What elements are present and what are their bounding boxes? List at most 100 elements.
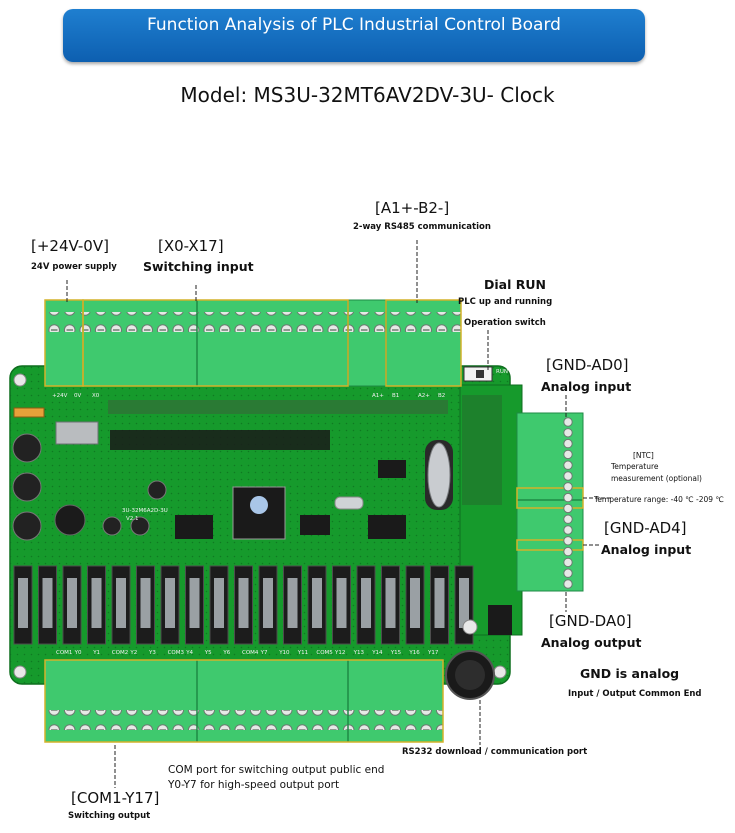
silk-bottom-label: COM1	[56, 650, 72, 656]
callout-y-name: [COM1-Y17]	[71, 789, 160, 807]
callout-ntc-line-1: [NTC]	[633, 451, 654, 460]
capacitor	[130, 516, 150, 536]
relay-module-body	[189, 578, 200, 628]
terminal-screw-row	[45, 312, 461, 332]
bottom-terminal-strip	[44, 659, 444, 743]
optocoupler-row	[110, 430, 330, 450]
silk-bottom-label: Y7	[260, 650, 268, 656]
silk-board-rev: V2.1	[126, 516, 139, 522]
callout-x-desc: Switching input	[143, 259, 254, 274]
relay-module-body	[336, 578, 347, 628]
leader-lines	[66, 240, 612, 788]
callout-dial-desc-1: PLC up and running	[458, 297, 553, 307]
callout-ad0-desc: Analog input	[541, 379, 632, 394]
capacitor	[102, 516, 122, 536]
fuse	[13, 407, 45, 418]
silk-bottom-label: Y3	[148, 650, 156, 656]
relay-module-body	[459, 578, 469, 628]
ic-chip	[368, 515, 406, 539]
smd-row	[108, 400, 448, 414]
model-caption: Model: MS3U-32MT6AV2DV-3U- Clock	[180, 83, 555, 107]
callout-da0-name: [GND-DA0]	[549, 612, 632, 630]
callout-ntc-range: Temperature range: -40 ℃ -209 ℃	[594, 495, 724, 504]
relay-module-row	[13, 565, 474, 645]
silk-top-label: X0	[92, 393, 100, 399]
relay-module-body	[238, 578, 249, 628]
analog-terminal-screw	[563, 492, 573, 503]
din-connector-inner	[455, 660, 485, 690]
ic-chip	[175, 515, 213, 539]
silk-bottom-label: Y17	[427, 650, 439, 656]
relay-module-body	[67, 578, 77, 628]
silk-bottom-label: COM4	[242, 650, 259, 656]
silk-bottom-label: Y13	[353, 650, 365, 656]
silk-switch-label: RUN	[496, 369, 508, 375]
silk-bottom-label: Y4	[185, 650, 193, 656]
highlight-box-y-outputs	[44, 659, 444, 743]
silk-top-label: A1+	[372, 393, 384, 399]
relay-module-body	[263, 578, 273, 628]
relay-module-body	[385, 578, 396, 628]
silk-top-label: 0V	[74, 393, 81, 399]
mount-hole	[13, 665, 27, 679]
analog-terminal-screw	[563, 557, 573, 568]
capacitor	[12, 433, 42, 463]
analog-terminal-strip	[516, 412, 584, 592]
silk-bottom-label: Y15	[390, 650, 402, 656]
run-switch-knob	[476, 370, 484, 378]
silk-bottom-label: Y14	[371, 650, 383, 656]
title-banner: Function Analysis of PLC Industrial Cont…	[63, 9, 645, 62]
callout-ad4-name: [GND-AD4]	[604, 519, 687, 537]
relay-module-body	[18, 578, 28, 628]
heatsink	[55, 421, 99, 445]
top-terminal-strip	[44, 299, 462, 387]
analog-terminal-screw	[563, 438, 573, 449]
analog-terminal-screw	[563, 482, 573, 492]
silk-bottom-label: Y16	[408, 650, 420, 656]
terminal-block	[516, 412, 584, 592]
relay-module-body	[42, 578, 53, 628]
silk-bottom-label: COM5	[316, 650, 333, 656]
silk-bottom-label: COM3	[168, 650, 185, 656]
analog-terminal-screw	[563, 514, 573, 524]
callout-power-desc: 24V power supply	[31, 262, 117, 272]
callout-com-line-2: Y0-Y7 for high-speed output port	[168, 779, 340, 791]
capacitor	[12, 472, 42, 502]
analog-terminal-screw	[563, 449, 573, 460]
ic-chip	[488, 605, 512, 635]
relay-module-body	[410, 578, 420, 628]
callout-da0-desc: Analog output	[541, 635, 642, 650]
callout-x-name: [X0-X17]	[158, 237, 224, 255]
callout-gnd-name: GND is analog	[580, 666, 680, 681]
silk-top-label: B2	[438, 393, 445, 399]
relay-module-body	[91, 578, 102, 628]
silkscreen: +24V 0V X0 A1+ B1 A2+ B2 RUN 3U-32M6A2D-…	[52, 369, 508, 656]
relay-module-body	[214, 578, 224, 628]
analog-terminal-screw	[563, 460, 573, 470]
silk-top-label: B1	[392, 393, 399, 399]
analog-terminal-screw	[563, 579, 573, 589]
relay-module-body	[361, 578, 371, 628]
callout-ad4-desc: Analog input	[601, 542, 692, 557]
analog-terminal-screw	[563, 503, 573, 514]
silk-board-id: 3U-32M6A2D-3U	[122, 508, 168, 514]
highlight-box-rs485	[385, 299, 462, 387]
analog-terminal-screw	[563, 546, 573, 557]
relay-module-body	[434, 578, 445, 628]
silk-bottom-label: Y11	[297, 650, 308, 656]
mount-hole	[13, 373, 27, 387]
relay-module-body	[287, 578, 298, 628]
callout-power-name: [+24V-0V]	[31, 237, 109, 255]
silk-bottom-label: Y5	[204, 650, 212, 656]
callout-dial-name: Dial RUN	[484, 277, 546, 292]
callout-y-desc: Switching output	[68, 811, 151, 821]
clock-battery	[427, 442, 451, 508]
relay-module-body	[312, 578, 322, 628]
analog-terminal-screw	[563, 568, 573, 578]
crystal	[334, 496, 364, 510]
analog-terminal-screw	[563, 525, 573, 535]
relay-module-body	[116, 578, 126, 628]
capacitor	[147, 480, 167, 500]
